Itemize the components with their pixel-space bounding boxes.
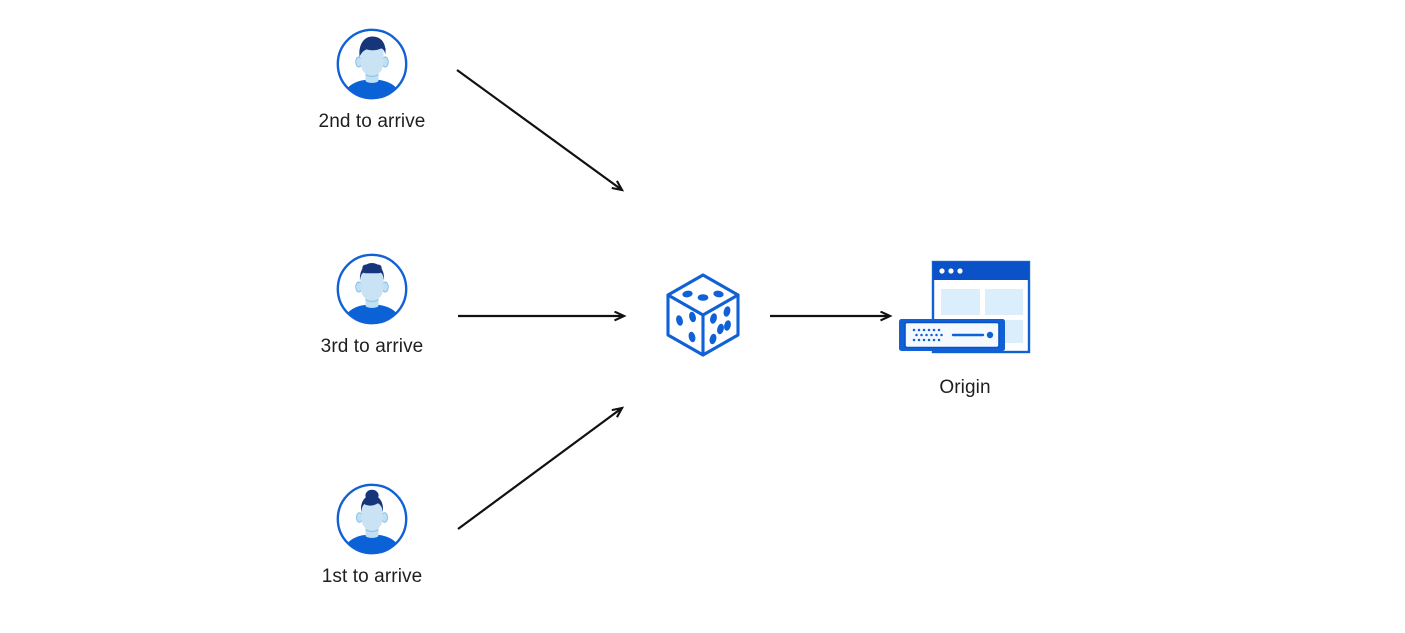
origin-node: Origin [895,258,1035,400]
client-node-3rd: 3rd to arrive [321,252,423,359]
client-label-3rd: 3rd to arrive [320,336,424,357]
arrow-from-1st-client [457,408,622,530]
arrow-from-2nd-client [456,69,622,190]
origin-label: Origin [939,377,991,398]
dice-icon [658,267,748,362]
user-avatar-icon [335,252,409,326]
random-selector-node [658,267,748,362]
client-label-1st: 1st to arrive [321,566,423,587]
server-device [899,319,1005,351]
user-avatar-icon [335,482,409,556]
browser-window-server-icon [895,258,1035,368]
client-label-2nd: 2nd to arrive [318,111,426,132]
client-node-2nd: 2nd to arrive [319,27,425,134]
user-avatar-icon [335,27,409,101]
client-node-1st: 1st to arrive [322,482,422,589]
